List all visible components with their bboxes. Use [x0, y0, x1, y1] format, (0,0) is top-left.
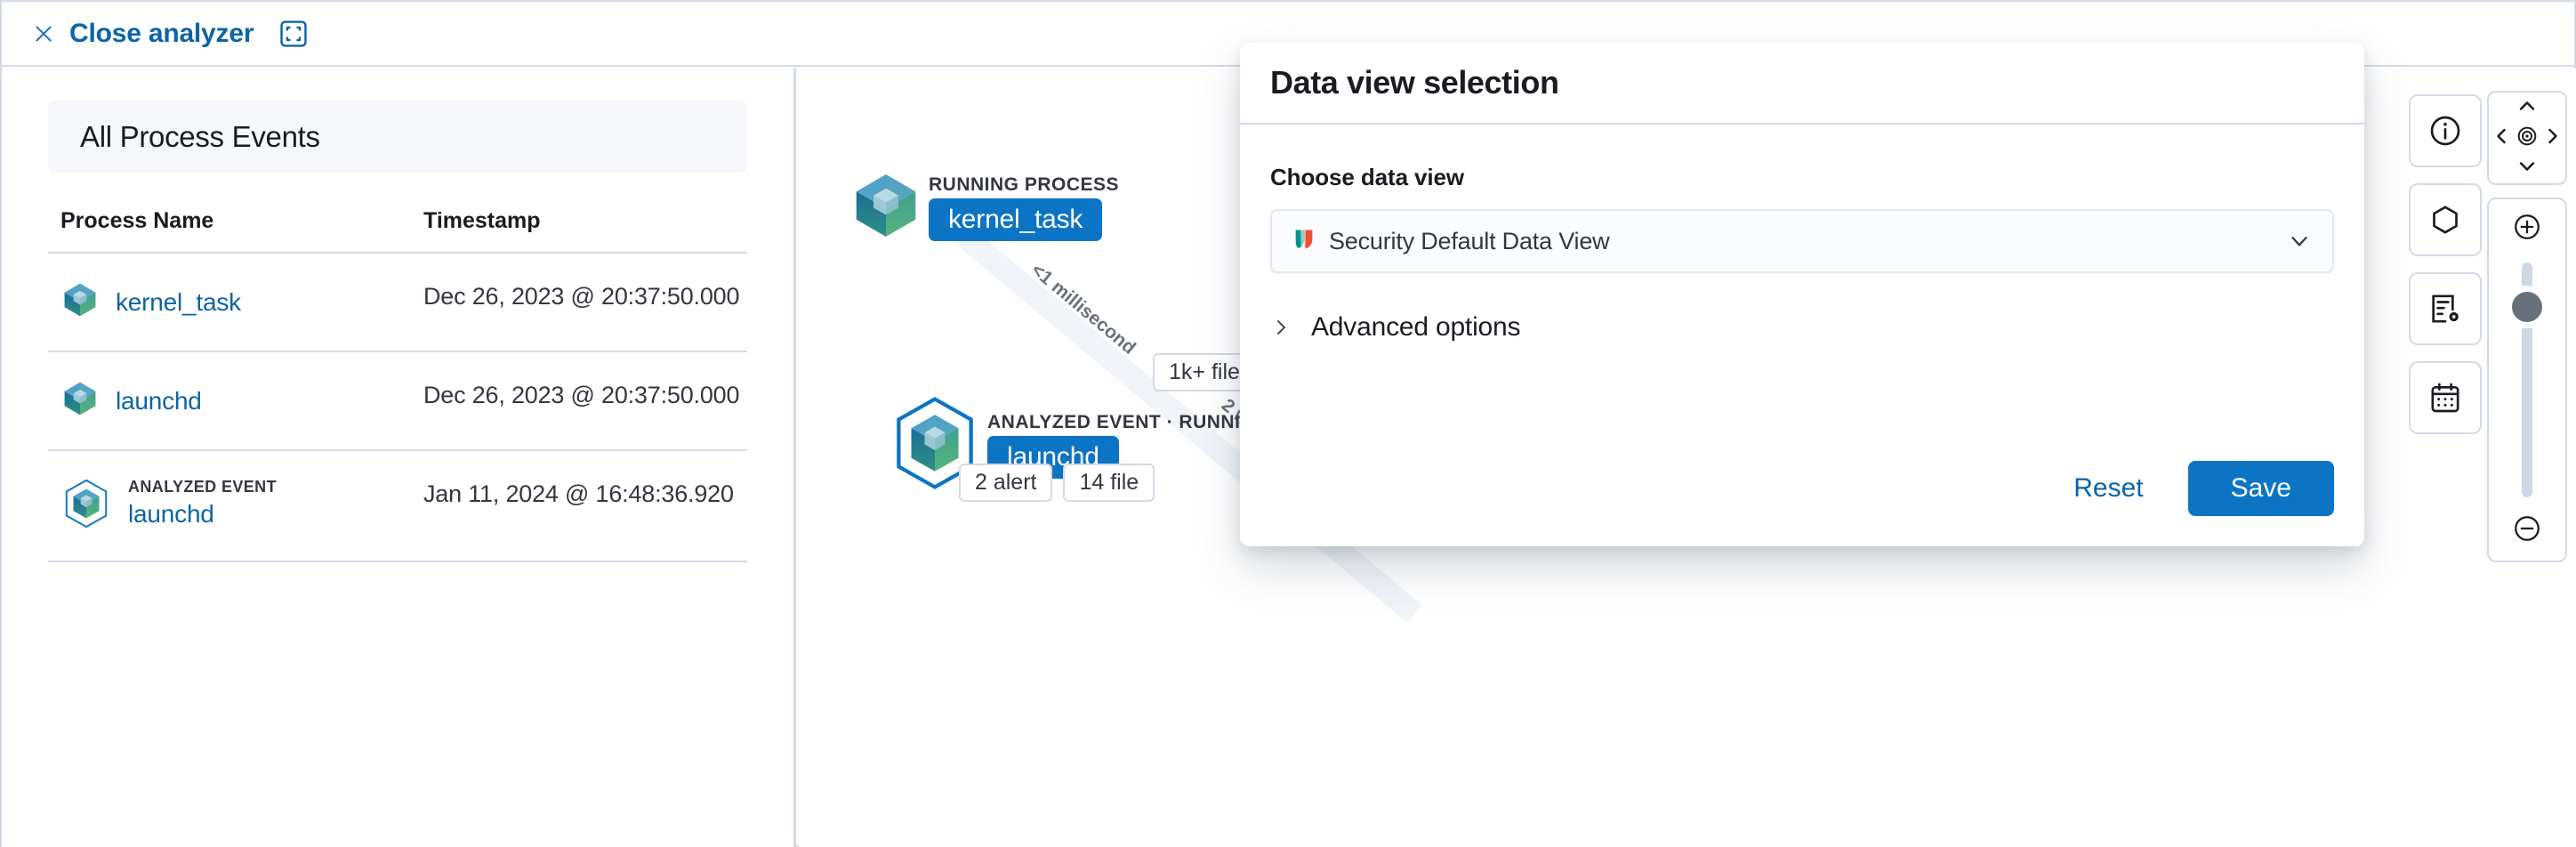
chip-alert-count[interactable]: 2 alert [959, 464, 1053, 502]
process-name-link[interactable]: launchd [116, 387, 202, 415]
graph-node-labels: RUNNING PROCESS kernel_task [929, 174, 1119, 241]
cell-process-name: launchd [48, 351, 413, 451]
process-cell: launchd [60, 379, 413, 423]
analyzed-process-cube-icon [60, 478, 112, 534]
zoom-slider[interactable] [2506, 262, 2548, 497]
graph-node-kind: RUNNING PROCESS [929, 174, 1120, 195]
expand-fullscreen-icon[interactable] [278, 19, 309, 49]
calendar-icon[interactable] [2409, 361, 2482, 434]
cell-timestamp: Jan 11, 2024 @ 16:48:36.920 [413, 450, 747, 562]
data-view-select[interactable]: Security Default Data View [1270, 209, 2334, 273]
chevron-up-icon[interactable] [2515, 93, 2540, 123]
column-header-timestamp[interactable]: Timestamp [413, 208, 747, 254]
process-cube-icon [849, 168, 923, 247]
table-row[interactable]: kernel_task Dec 26, 2023 @ 20:37:50.000 [48, 253, 747, 352]
modal-body: Choose data view Security Default Data V… [1240, 125, 2364, 343]
graph-node-name[interactable]: kernel_task [929, 198, 1103, 241]
security-shield-icon [1292, 227, 1316, 256]
process-name-link[interactable]: kernel_task [116, 288, 241, 316]
close-analyzer-link[interactable]: Close analyzer [69, 18, 254, 48]
chevron-down-icon[interactable] [2286, 228, 2313, 254]
advanced-options-label: Advanced options [1311, 312, 1521, 342]
panel-title-box: All Process Events [48, 101, 747, 173]
cell-process-name: ANALYZED EVENT launchd [48, 450, 413, 562]
advanced-options-toggle[interactable]: Advanced options [1270, 312, 2334, 343]
process-cell: kernel_task [60, 280, 413, 324]
process-texts: ANALYZED EVENT launchd [128, 478, 277, 529]
chevron-down-icon[interactable] [2515, 154, 2540, 183]
reset-button[interactable]: Reset [2065, 466, 2152, 511]
modal-title: Data view selection [1270, 64, 1559, 101]
zoom-slider-thumb[interactable] [2506, 286, 2548, 329]
analyzed-event-badge: ANALYZED EVENT [128, 478, 277, 496]
graph-tools-rail [2409, 94, 2482, 434]
process-events-table: Process Name Timestamp [48, 208, 747, 562]
data-view-selection-modal: Data view selection Choose data view Sec… [1240, 43, 2364, 546]
cell-timestamp: Dec 26, 2023 @ 20:37:50.000 [413, 351, 747, 451]
save-button[interactable]: Save [2187, 461, 2334, 516]
modal-header: Data view selection [1240, 43, 2364, 125]
minus-circle-icon[interactable] [2512, 513, 2542, 548]
process-cube-icon [60, 379, 100, 423]
chip-file-count[interactable]: 14 file [1063, 464, 1155, 502]
column-header-process-name[interactable]: Process Name [48, 208, 413, 254]
table-header-row: Process Name Timestamp [48, 208, 747, 254]
graph-node-kernel-task[interactable]: RUNNING PROCESS kernel_task [849, 168, 1119, 247]
graph-node-chips: 2 alert 14 file [959, 464, 1155, 502]
plus-circle-icon[interactable] [2512, 212, 2542, 246]
page-title: All Process Events [80, 119, 320, 153]
pan-control [2487, 91, 2567, 185]
hexagon-icon[interactable] [2409, 183, 2482, 256]
analyzed-process-cube-icon [888, 396, 982, 495]
chevron-right-icon[interactable] [1270, 317, 1292, 338]
chevron-left-icon[interactable] [2489, 124, 2514, 153]
process-texts: launchd [116, 385, 202, 416]
crosshair-target-icon[interactable] [2515, 124, 2540, 153]
events-side-panel: All Process Events Process Name Timestam… [2, 69, 796, 847]
data-view-selected-value: Security Default Data View [1329, 227, 1610, 254]
info-icon[interactable] [2409, 94, 2482, 167]
process-name-link[interactable]: launchd [128, 500, 214, 528]
chip-file-count[interactable]: 1k+ file [1153, 353, 1256, 391]
process-cell: ANALYZED EVENT launchd [60, 478, 413, 534]
table-row[interactable]: ANALYZED EVENT launchd Jan 11, 2024 @ 16… [48, 450, 747, 562]
modal-footer: Reset Save [2065, 461, 2334, 516]
table-row[interactable]: launchd Dec 26, 2023 @ 20:37:50.000 [48, 351, 747, 451]
process-texts: kernel_task [116, 286, 241, 318]
graph-edge-chips: 1k+ file [1153, 353, 1256, 391]
choose-data-view-label: Choose data view [1270, 164, 1465, 190]
cell-timestamp: Dec 26, 2023 @ 20:37:50.000 [413, 253, 747, 352]
chevron-right-icon[interactable] [2540, 124, 2565, 153]
list-settings-icon[interactable] [2409, 272, 2482, 345]
cell-process-name: kernel_task [48, 253, 413, 352]
process-cube-icon [60, 280, 100, 324]
zoom-control [2487, 198, 2567, 562]
close-x-icon[interactable] [32, 22, 55, 45]
